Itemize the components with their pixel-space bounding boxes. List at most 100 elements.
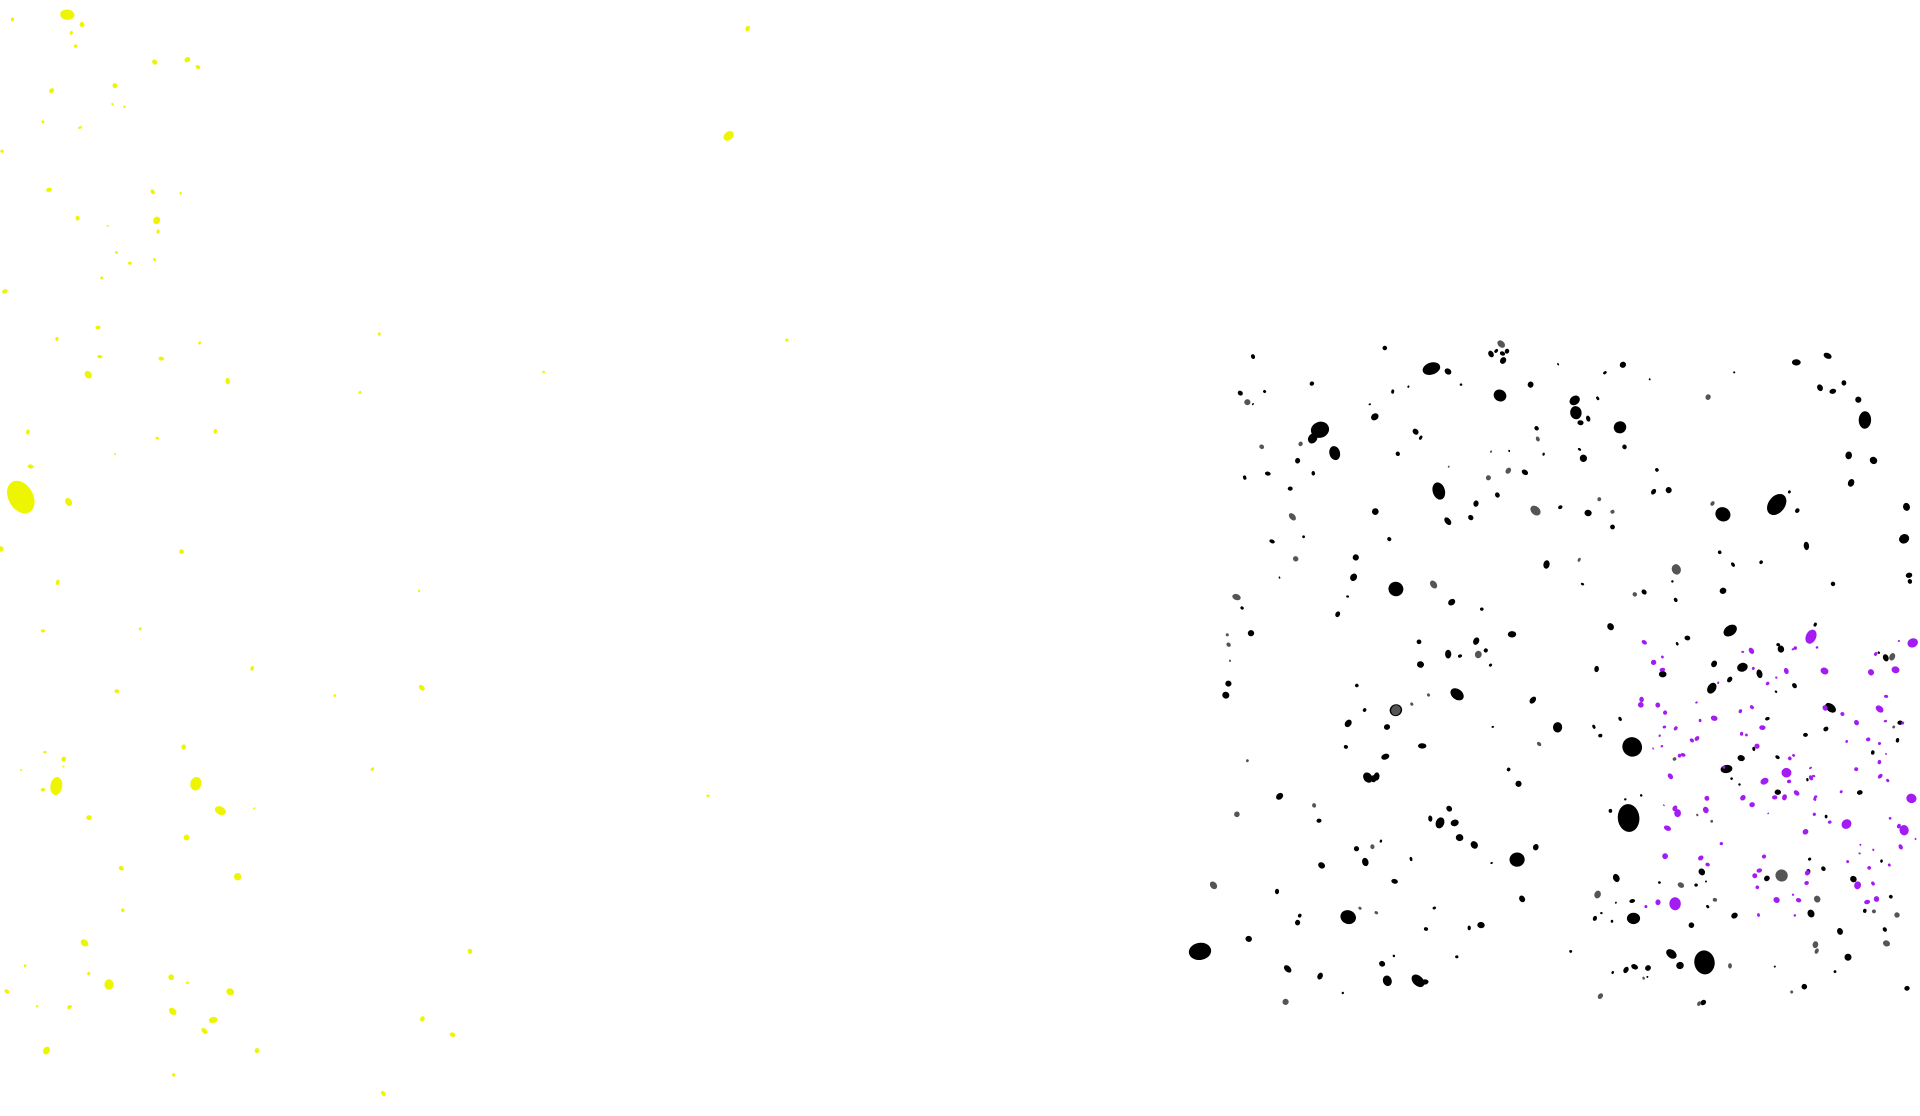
gray-drop <box>1894 912 1900 918</box>
purple-drop <box>1677 753 1682 758</box>
purple-drop <box>1854 767 1859 772</box>
purple-drop <box>1752 873 1758 879</box>
black-drop <box>1584 509 1592 517</box>
black-drop <box>1795 508 1800 513</box>
black-drop <box>1622 444 1627 450</box>
gray-drop <box>1292 556 1299 562</box>
black-drop <box>1776 643 1781 647</box>
yellow-drop <box>112 83 118 89</box>
gray-drop <box>1489 450 1493 453</box>
black-drop <box>1504 348 1510 354</box>
black-drop <box>1491 725 1495 728</box>
purple-drop <box>1757 913 1760 917</box>
black-drop <box>1446 805 1453 812</box>
purple-drop <box>1793 790 1800 796</box>
yellow-drop <box>49 88 55 94</box>
gray-drop <box>1312 803 1317 808</box>
purple-drop <box>1749 705 1754 710</box>
purple-drop <box>1795 897 1802 903</box>
purple-drop <box>1749 802 1755 808</box>
black-drop <box>1278 576 1281 579</box>
gray-drop <box>1358 906 1362 910</box>
yellow-drop <box>84 370 92 379</box>
black-drop <box>1477 921 1485 929</box>
purple-drop <box>1867 669 1875 676</box>
black-drop <box>1499 351 1506 356</box>
purple-drop <box>1897 639 1900 642</box>
black-drop <box>1594 665 1599 673</box>
black-drop <box>1612 873 1620 883</box>
yellow-drop <box>168 1007 177 1016</box>
black-drop <box>1622 737 1643 757</box>
yellow-drop <box>50 777 63 796</box>
black-drop <box>1521 469 1529 476</box>
yellow-drop <box>233 873 242 881</box>
black-drop <box>1833 970 1837 973</box>
yellow-drop <box>542 370 546 374</box>
gray-drop <box>1426 693 1431 697</box>
gray-drop <box>1710 819 1714 823</box>
purple-drop <box>1891 669 1895 672</box>
purple-drop <box>1875 705 1884 713</box>
purple-drop <box>1839 790 1843 794</box>
purple-drop <box>1767 812 1770 815</box>
yellow-drop <box>69 30 73 35</box>
yellow-drop <box>114 689 120 694</box>
black-drop <box>1445 649 1452 659</box>
yellow-drop <box>111 102 114 106</box>
gray-drop <box>1871 909 1876 914</box>
black-drop <box>1629 899 1636 903</box>
black-drop <box>1673 597 1678 603</box>
gray-drop <box>1535 436 1540 442</box>
yellow-drop <box>107 983 110 986</box>
gray-drop <box>1790 990 1794 994</box>
black-drop <box>1756 669 1763 679</box>
purple-drop <box>1887 863 1891 867</box>
black-drop <box>1467 925 1471 931</box>
yellow-drop <box>41 120 45 124</box>
purple-drop <box>1775 676 1778 679</box>
black-drop <box>1392 954 1396 958</box>
purple-drop <box>1791 893 1795 896</box>
purple-drop <box>1662 804 1665 807</box>
yellow-drop <box>67 1005 72 1010</box>
yellow-drop <box>467 948 473 954</box>
purple-drop <box>1719 841 1723 846</box>
purple-drop <box>1772 795 1778 800</box>
yellow-drop <box>706 794 710 798</box>
gray-drop <box>1594 890 1601 899</box>
black-drop <box>1731 912 1738 919</box>
black-drop <box>1596 396 1600 401</box>
yellow-drop <box>179 191 182 195</box>
purple-drop <box>1754 743 1760 749</box>
purple-drop <box>1896 823 1901 829</box>
purple-drop <box>1907 638 1918 648</box>
gray-drop <box>1610 509 1615 514</box>
black-drop <box>1707 682 1717 694</box>
black-drop <box>1623 966 1629 974</box>
purple-drop <box>1854 881 1862 890</box>
black-drop <box>1444 517 1452 526</box>
purple-drop <box>1898 844 1903 850</box>
black-drop <box>1353 846 1360 852</box>
yellow-drop <box>62 765 65 768</box>
black-drop <box>1569 949 1573 953</box>
black-drop <box>1418 743 1427 749</box>
yellow-drop <box>55 336 59 341</box>
purple-drop <box>1877 741 1882 746</box>
black-drop <box>1317 972 1323 980</box>
gray-drop <box>1775 869 1788 882</box>
black-drop <box>1774 690 1778 693</box>
black-drop <box>1311 471 1316 476</box>
black-drop <box>1335 611 1341 618</box>
purple-drop <box>1761 854 1767 859</box>
black-drop <box>1730 777 1733 780</box>
gray-drop <box>1245 759 1249 763</box>
purple-drop <box>1660 745 1664 748</box>
black-drop <box>1459 383 1463 386</box>
black-drop <box>1611 970 1614 975</box>
gray-drop <box>1234 811 1240 818</box>
black-drop <box>1381 753 1390 760</box>
purple-drop <box>1702 806 1709 814</box>
yellow-drop <box>190 776 202 791</box>
